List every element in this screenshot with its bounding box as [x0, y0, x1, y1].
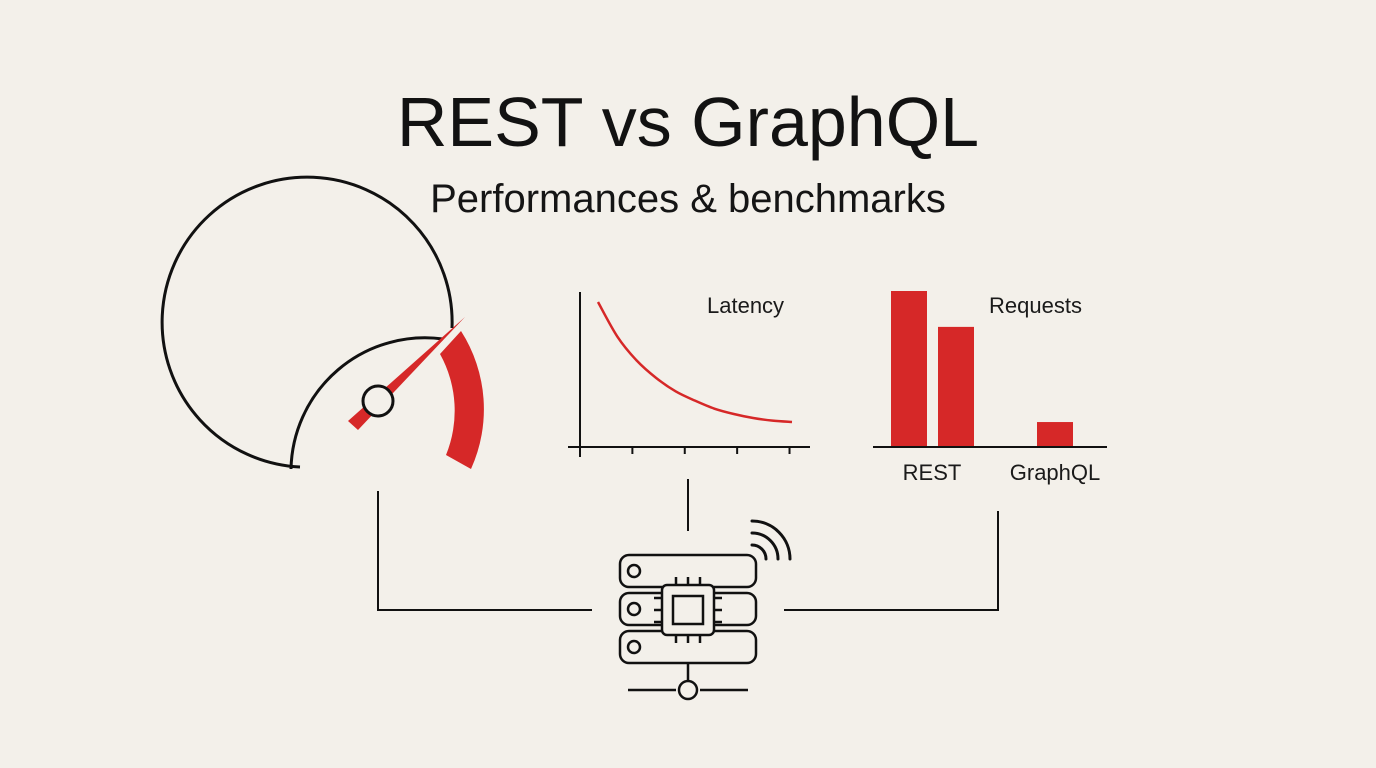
speedometer-icon [160, 175, 484, 470]
server-chip-icon [618, 553, 758, 665]
gauge-outer-arc [160, 175, 454, 469]
bar-rest-1 [938, 326, 974, 447]
chip-core [671, 594, 705, 626]
server-led-middle [626, 601, 642, 617]
gauge-red-zone [440, 331, 484, 469]
category-label-rest: REST [903, 460, 962, 485]
server-led-bottom [626, 639, 642, 655]
gauge-inner-arc [289, 336, 444, 470]
connector-requests [784, 511, 999, 611]
connector-lines [377, 479, 999, 611]
bar-rest-0 [891, 291, 927, 447]
requests-bars [891, 291, 1073, 447]
requests-chart: Requests REST GraphQL [873, 291, 1107, 485]
page-subtitle: Performances & benchmarks [430, 177, 946, 221]
gauge-needle [348, 317, 465, 430]
server-led-top [626, 563, 642, 579]
latency-series-line [596, 301, 793, 424]
requests-label: Requests [989, 293, 1082, 318]
connector-gauge [377, 491, 592, 611]
page-title: REST vs GraphQL [396, 83, 980, 161]
latency-label: Latency [707, 293, 784, 318]
latency-chart: Latency [568, 292, 810, 457]
bar-graphql-0 [1037, 422, 1073, 447]
category-label-graphql: GraphQL [1010, 460, 1101, 485]
wifi-signal-icon [750, 519, 792, 561]
chip-pins [654, 577, 722, 643]
chip-body [660, 583, 716, 637]
network-node-icon [628, 663, 748, 701]
gauge-hub [361, 384, 395, 418]
latency-x-ticks [631, 447, 791, 454]
